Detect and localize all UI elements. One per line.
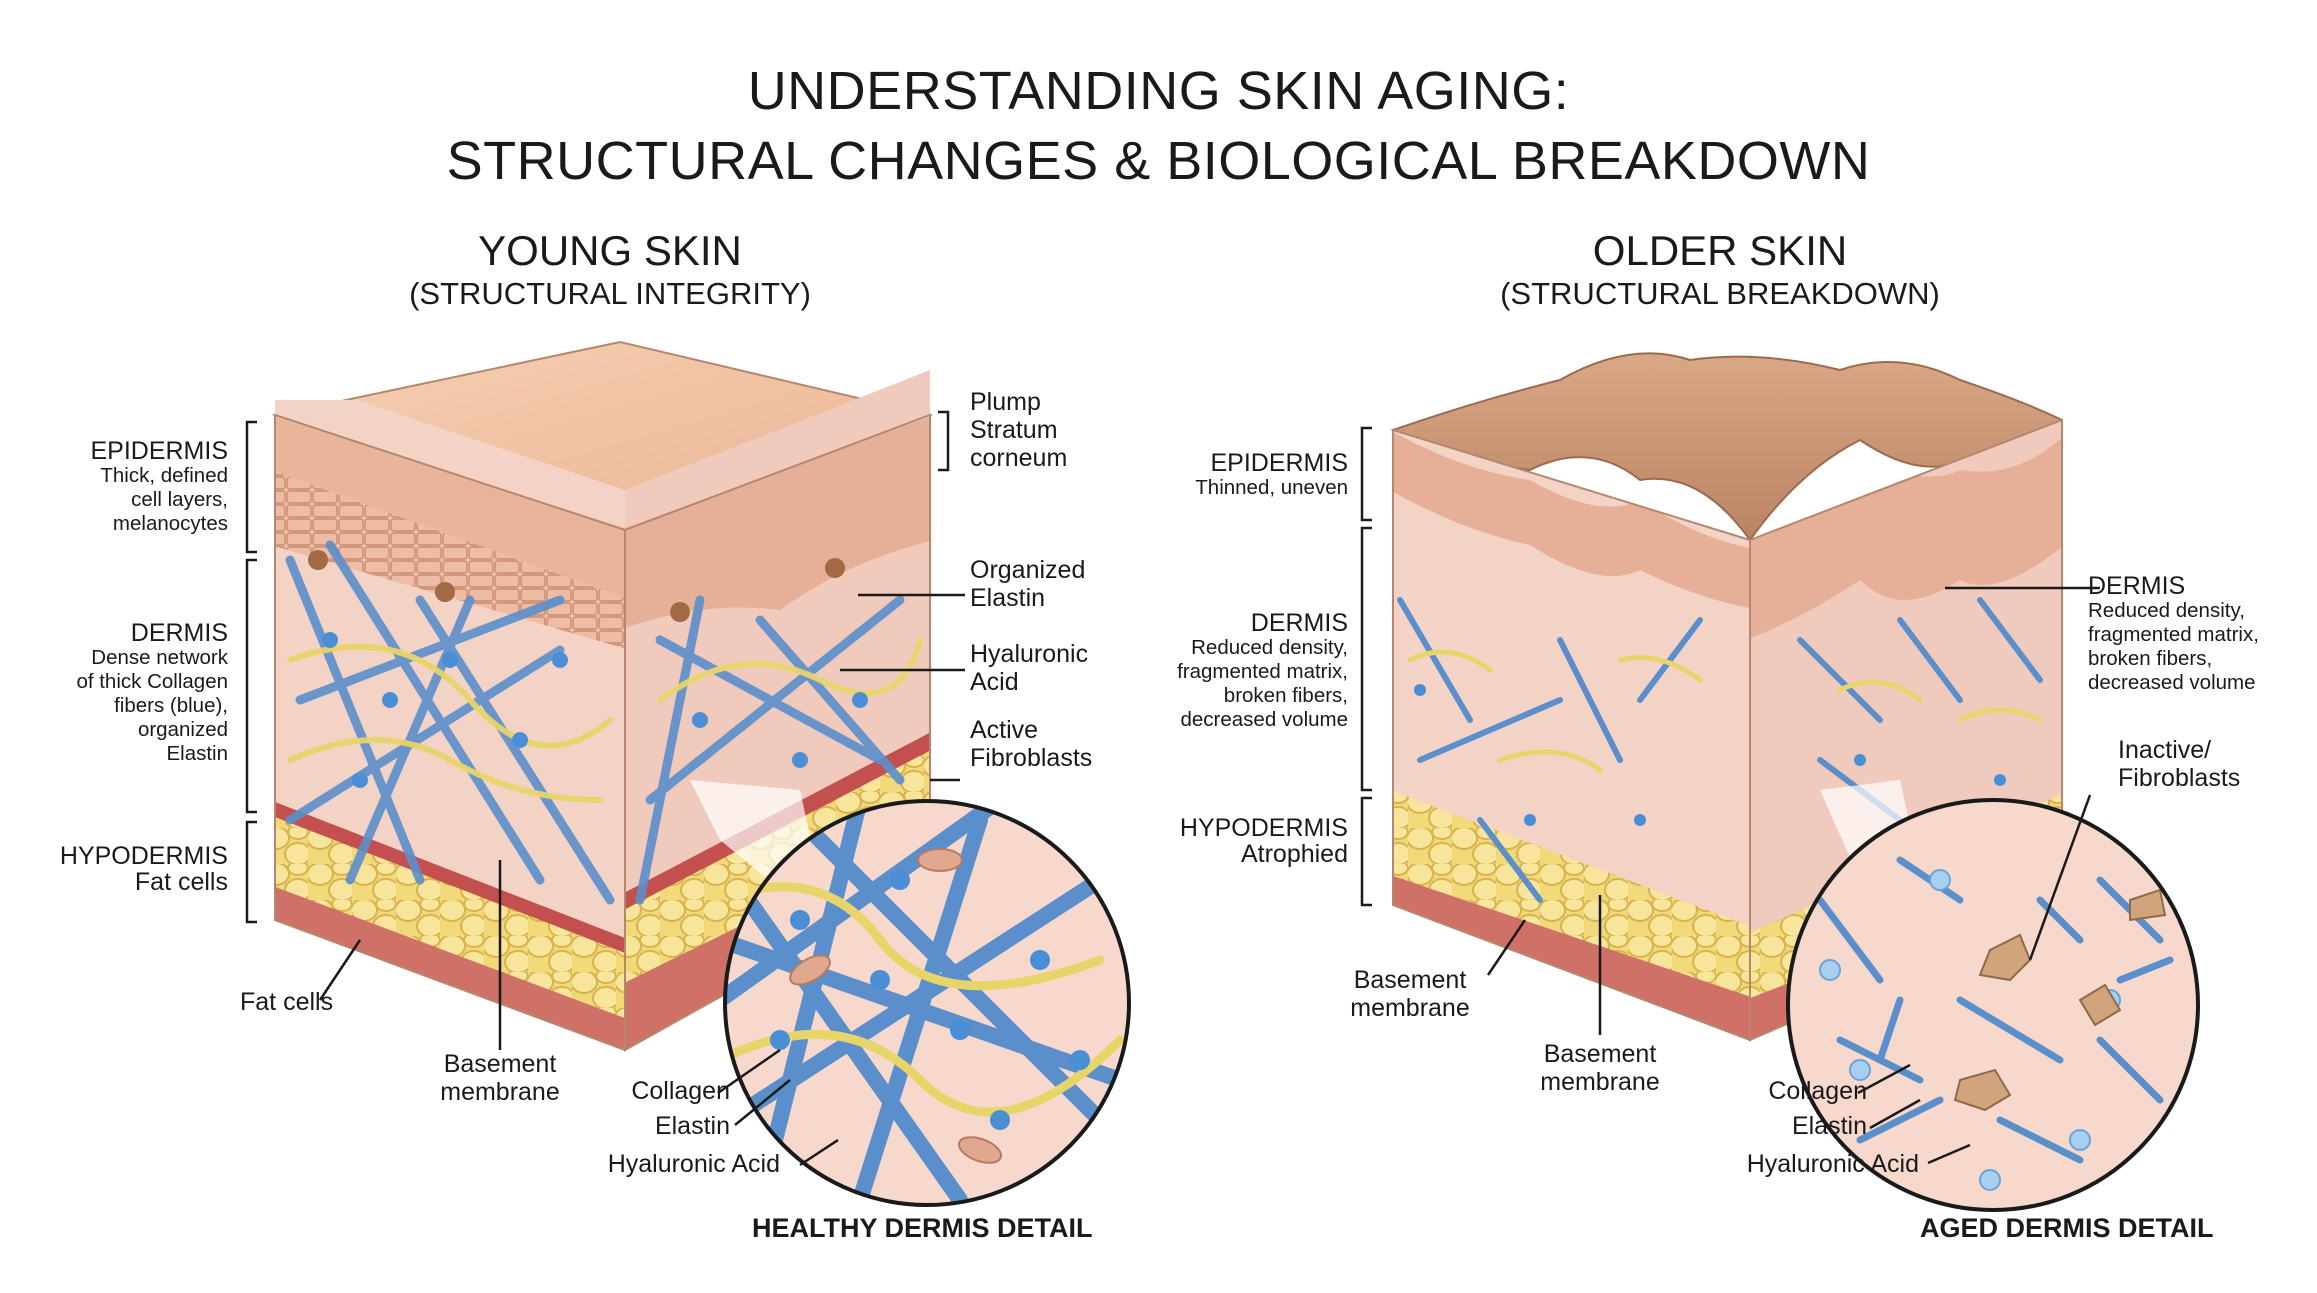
older-hyaluronic-label: Hyaluronic Acid <box>1746 1150 1919 1178</box>
older-epidermis-label: EPIDERMIS Thinned, uneven <box>1195 450 1348 500</box>
young-dermis-line: of thick Collagen <box>76 670 228 693</box>
young-collagen-label: Collagen <box>631 1077 730 1105</box>
young-elastin-line: Elastin <box>970 584 1046 612</box>
older-dermis-right-line: decreased volume <box>2088 671 2256 694</box>
young-dermis-line: organized <box>137 718 228 741</box>
young-basement-label: Basement membrane <box>440 1050 560 1106</box>
older-dermis-heading: DERMIS <box>1250 609 1348 637</box>
young-hypodermis-label: HYPODERMIS Fat cells <box>60 843 228 895</box>
young-fat-cells-label: Fat cells <box>240 988 334 1016</box>
older-fiber-fragments <box>1397 597 2043 903</box>
older-dermis-right-line: Reduced density, <box>2088 599 2245 622</box>
young-epidermis-label: EPIDERMIS Thick, defined cell layers, me… <box>90 438 228 536</box>
older-hypodermis-label: HYPODERMIS Atrophied <box>1180 815 1348 867</box>
older-epidermis-front <box>1393 430 1750 610</box>
older-skin-title: OLDER SKIN <box>1592 227 1848 274</box>
young-elastin-bottom-label: Elastin <box>654 1112 730 1140</box>
aged-dermis-detail-label: AGED DERMIS DETAIL <box>1920 1213 2214 1243</box>
older-collagen-label: Collagen <box>1768 1077 1867 1105</box>
young-skin-subtitle: (STRUCTURAL INTEGRITY) <box>409 276 811 311</box>
aged-dermis-detail-circle <box>1786 780 2200 1212</box>
page-title-line1: UNDERSTANDING SKIN AGING: <box>747 61 1570 121</box>
young-hyaluronic-dots <box>322 632 868 788</box>
young-dermis-label: DERMIS Dense network of thick Collagen f… <box>76 620 228 766</box>
older-hypodermis-line: Atrophied <box>1240 840 1348 868</box>
young-stratum-label: Plump Stratum corneum <box>970 388 1067 472</box>
older-basement-left-label: Basement membrane <box>1345 966 1475 1022</box>
melanocyte-icon <box>308 550 845 622</box>
young-stratum-line: corneum <box>970 444 1068 472</box>
young-fibroblasts-line: Active <box>970 716 1039 744</box>
label-brackets <box>245 410 2100 1167</box>
older-dermis-line: decreased volume <box>1180 708 1348 731</box>
young-hyaluronic-label: Hyaluronic Acid <box>970 640 1088 696</box>
older-dermis-right-label: DERMIS Reduced density, fragmented matri… <box>2088 573 2259 695</box>
young-elastin-line: Organized <box>970 556 1086 584</box>
older-dermis-right-line: fragmented matrix, <box>2088 623 2259 646</box>
young-epidermis-line: Thick, defined <box>100 464 228 487</box>
older-dermis-right-line: broken fibers, <box>2088 647 2213 670</box>
older-basement-mid-line: membrane <box>1540 1068 1660 1096</box>
young-dermis-line: Dense network <box>91 646 228 669</box>
young-epidermis-line: melanocytes <box>112 512 228 535</box>
page-title-line2: STRUCTURAL CHANGES & BIOLOGICAL BREAKDOW… <box>446 131 1871 191</box>
older-hypodermis-heading: HYPODERMIS <box>1179 814 1348 842</box>
young-fibroblasts-line: Fibroblasts <box>970 744 1093 772</box>
older-fibroblasts-label: Inactive/ Fibroblasts <box>2118 736 2240 792</box>
young-basement-line: membrane <box>440 1078 560 1106</box>
young-epidermis-line: cell layers, <box>131 488 228 511</box>
older-basement-mid-label: Basement membrane <box>1535 1040 1665 1096</box>
older-elastin-label: Elastin <box>1791 1112 1867 1140</box>
older-epidermis-heading: EPIDERMIS <box>1210 449 1348 477</box>
older-dermis-right-heading: DERMIS <box>2088 572 2186 600</box>
older-fibroblasts-line: Fibroblasts <box>2118 764 2241 792</box>
healthy-dermis-detail-circle <box>690 780 1131 1207</box>
young-elastin-label: Organized Elastin <box>970 556 1085 612</box>
young-basement-line: Basement <box>443 1050 557 1078</box>
young-hyaluronic-line: Hyaluronic <box>970 640 1089 668</box>
older-basement-left-line: membrane <box>1350 994 1470 1022</box>
older-basement-left-line: Basement <box>1353 966 1467 994</box>
young-basement-front <box>275 800 625 955</box>
young-fiber-network <box>285 540 923 905</box>
older-fibroblasts-line: Inactive/ <box>2118 736 2212 764</box>
older-dermis-line: Reduced density, <box>1191 636 1348 659</box>
young-dermis-line: Elastin <box>166 742 228 765</box>
young-epidermis-heading: EPIDERMIS <box>90 437 228 465</box>
older-dermis-line: fragmented matrix, <box>1177 660 1348 683</box>
older-epidermis-line: Thinned, uneven <box>1195 476 1348 499</box>
older-hyaluronic-dots <box>1414 684 2006 826</box>
older-skin-subtitle: (STRUCTURAL BREAKDOWN) <box>1500 276 1940 311</box>
older-dermis-label: DERMIS Reduced density, fragmented matri… <box>1177 610 1348 732</box>
older-basement-mid-line: Basement <box>1543 1040 1657 1068</box>
young-skin-title: YOUNG SKIN <box>478 227 742 274</box>
young-dermis-line: fibers (blue), <box>114 694 228 717</box>
young-epidermis-front <box>275 415 625 600</box>
young-stratum-line: Plump <box>970 388 1041 416</box>
young-hyaluronic-bottom-label: Hyaluronic Acid <box>607 1150 780 1178</box>
young-hypodermis-heading: HYPODERMIS <box>59 842 228 870</box>
young-fibroblasts-label: Active Fibroblasts <box>970 716 1092 772</box>
young-hyaluronic-line: Acid <box>970 668 1019 696</box>
healthy-dermis-detail-label: HEALTHY DERMIS DETAIL <box>752 1213 1093 1243</box>
young-hypodermis-line: Fat cells <box>134 868 228 896</box>
young-stratum-line: Stratum <box>970 416 1058 444</box>
young-dermis-heading: DERMIS <box>130 619 228 647</box>
older-dermis-line: broken fibers, <box>1223 684 1348 707</box>
